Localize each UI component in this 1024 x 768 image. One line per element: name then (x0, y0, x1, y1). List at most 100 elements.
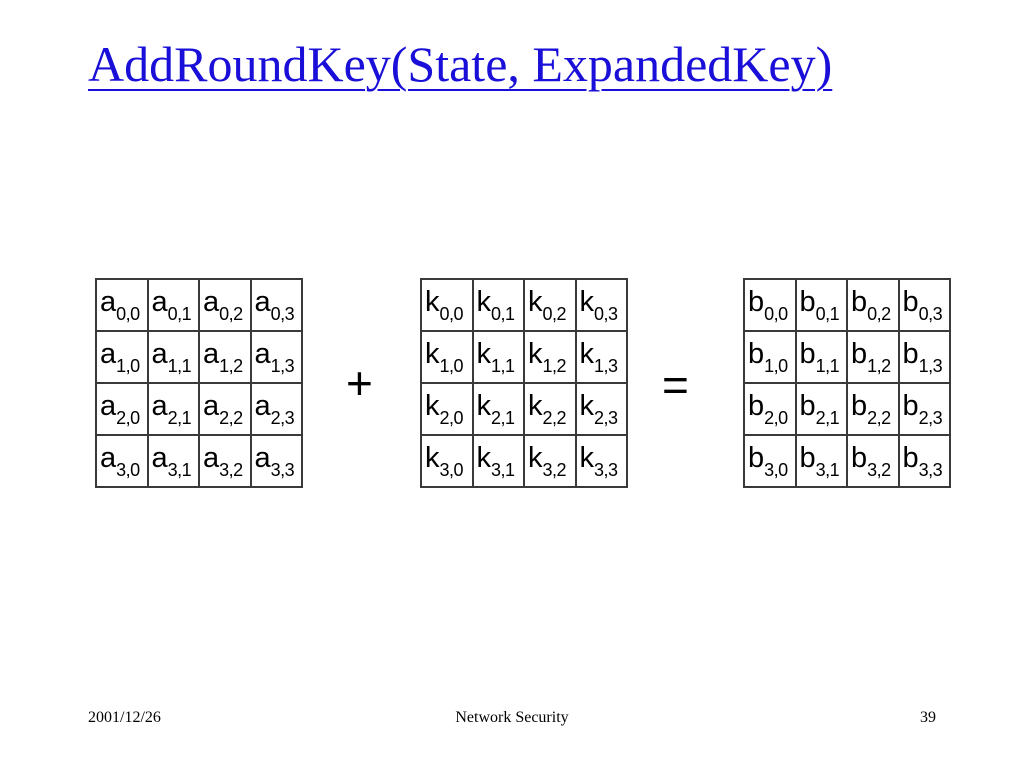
cell-subscript: 0,2 (542, 304, 567, 324)
cell-symbol: b (748, 285, 765, 318)
cell-symbol: b (799, 285, 816, 318)
cell-subscript: 0,0 (116, 304, 140, 324)
cell-symbol: a (151, 389, 168, 422)
footer-date: 2001/12/26 (88, 709, 161, 726)
cell-symbol: k (579, 285, 595, 318)
cell-symbol: a (254, 389, 271, 422)
cell-subscript: 2,2 (219, 408, 243, 428)
cell-symbol: b (902, 285, 919, 318)
equals-operator: = (662, 359, 689, 411)
cell-subscript: 2,0 (116, 408, 140, 428)
cell-symbol: b (799, 389, 816, 422)
cell-subscript: 1,0 (439, 356, 464, 376)
cell-symbol: k (425, 389, 440, 422)
cell-subscript: 3,3 (918, 460, 943, 480)
cell-symbol: k (579, 337, 595, 370)
cell-symbol: b (748, 389, 765, 422)
cell-subscript: 3,0 (116, 460, 140, 480)
footer-title: Network Security (455, 709, 569, 726)
cell-symbol: a (254, 337, 271, 370)
cell-subscript: 2,1 (815, 408, 840, 428)
cell-subscript: 0,2 (867, 304, 891, 324)
cell-symbol: k (425, 441, 440, 474)
cell-symbol: b (851, 285, 868, 318)
cell-symbol: b (851, 441, 868, 474)
cell-subscript: 1,2 (542, 356, 567, 376)
cell-symbol: b (902, 337, 919, 370)
cell-symbol: a (151, 337, 168, 370)
cell-symbol: a (203, 441, 220, 474)
plus-operator: + (346, 357, 373, 409)
cell-symbol: a (203, 337, 220, 370)
cell-subscript: 0,0 (439, 304, 464, 324)
cell-symbol: a (254, 441, 271, 474)
cell-symbol: k (579, 441, 595, 474)
cell-symbol: b (748, 441, 765, 474)
cell-subscript: 3,3 (594, 460, 618, 480)
cell-subscript: 3,0 (439, 460, 464, 480)
cell-symbol: a (203, 285, 220, 318)
cell-symbol: a (100, 389, 117, 422)
cell-symbol: k (476, 389, 492, 422)
cell-subscript: 1,0 (764, 356, 788, 376)
cell-subscript: 0,3 (594, 304, 618, 324)
cell-symbol: b (902, 389, 919, 422)
slide-title: AddRoundKey(State, ExpandedKey) (88, 36, 833, 92)
cell-subscript: 2,1 (167, 408, 192, 428)
cell-subscript: 2,1 (491, 408, 515, 428)
cell-symbol: b (902, 441, 919, 474)
cell-subscript: 3,0 (764, 460, 788, 480)
cell-symbol: a (254, 285, 271, 318)
cell-subscript: 0,1 (491, 304, 515, 324)
cell-subscript: 2,3 (918, 408, 943, 428)
cell-symbol: k (528, 337, 543, 370)
cell-symbol: k (528, 389, 543, 422)
cell-subscript: 1,3 (918, 356, 943, 376)
cell-symbol: k (528, 441, 543, 474)
cell-symbol: k (476, 441, 492, 474)
cell-subscript: 0,1 (167, 304, 192, 324)
cell-subscript: 3,1 (815, 460, 840, 480)
cell-symbol: k (579, 389, 595, 422)
cell-subscript: 0,2 (219, 304, 243, 324)
cell-subscript: 1,1 (815, 356, 840, 376)
cell-symbol: k (528, 285, 543, 318)
cell-subscript: 3,2 (542, 460, 567, 480)
cell-subscript: 3,3 (270, 460, 295, 480)
cell-symbol: a (151, 285, 168, 318)
